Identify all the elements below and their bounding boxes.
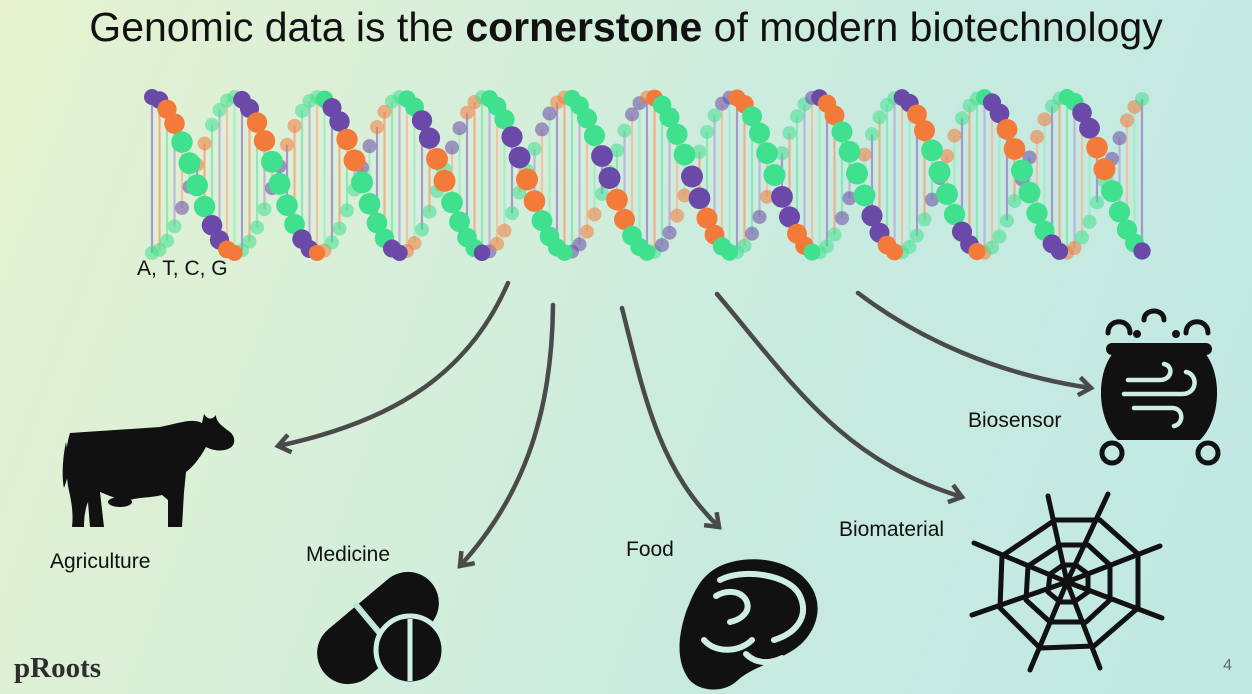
biomaterial-label: Biomaterial — [839, 518, 945, 541]
dna-helix-icon — [144, 88, 1151, 262]
arrows — [274, 280, 1095, 569]
arrow-to-biomaterial — [714, 291, 966, 505]
agriculture-label: Agriculture — [50, 550, 151, 573]
dna-bases-label: A, T, C, G — [137, 257, 228, 280]
arrow-to-medicine — [457, 302, 556, 569]
medicine-label: Medicine — [306, 543, 391, 566]
spider-web-icon — [969, 491, 1165, 673]
steak-icon — [679, 559, 818, 690]
title-suffix: of modern biotechnology — [702, 4, 1163, 50]
slide-title: Genomic data is the cornerstone of moder… — [0, 4, 1252, 51]
title-prefix: Genomic data is the — [89, 4, 466, 50]
arrow-to-food — [619, 305, 722, 530]
food-label: Food — [626, 538, 674, 561]
title-emphasis: cornerstone — [465, 4, 703, 50]
pills-icon — [317, 571, 447, 687]
cow-icon — [62, 414, 235, 527]
page-number: 4 — [1223, 657, 1232, 674]
brand-logo: pRoots — [14, 652, 102, 684]
cauldron-icon — [1099, 308, 1221, 466]
arrow-to-agriculture — [274, 280, 511, 455]
biosensor-label: Biosensor — [968, 409, 1062, 432]
arrow-to-biosensor — [855, 290, 1095, 398]
